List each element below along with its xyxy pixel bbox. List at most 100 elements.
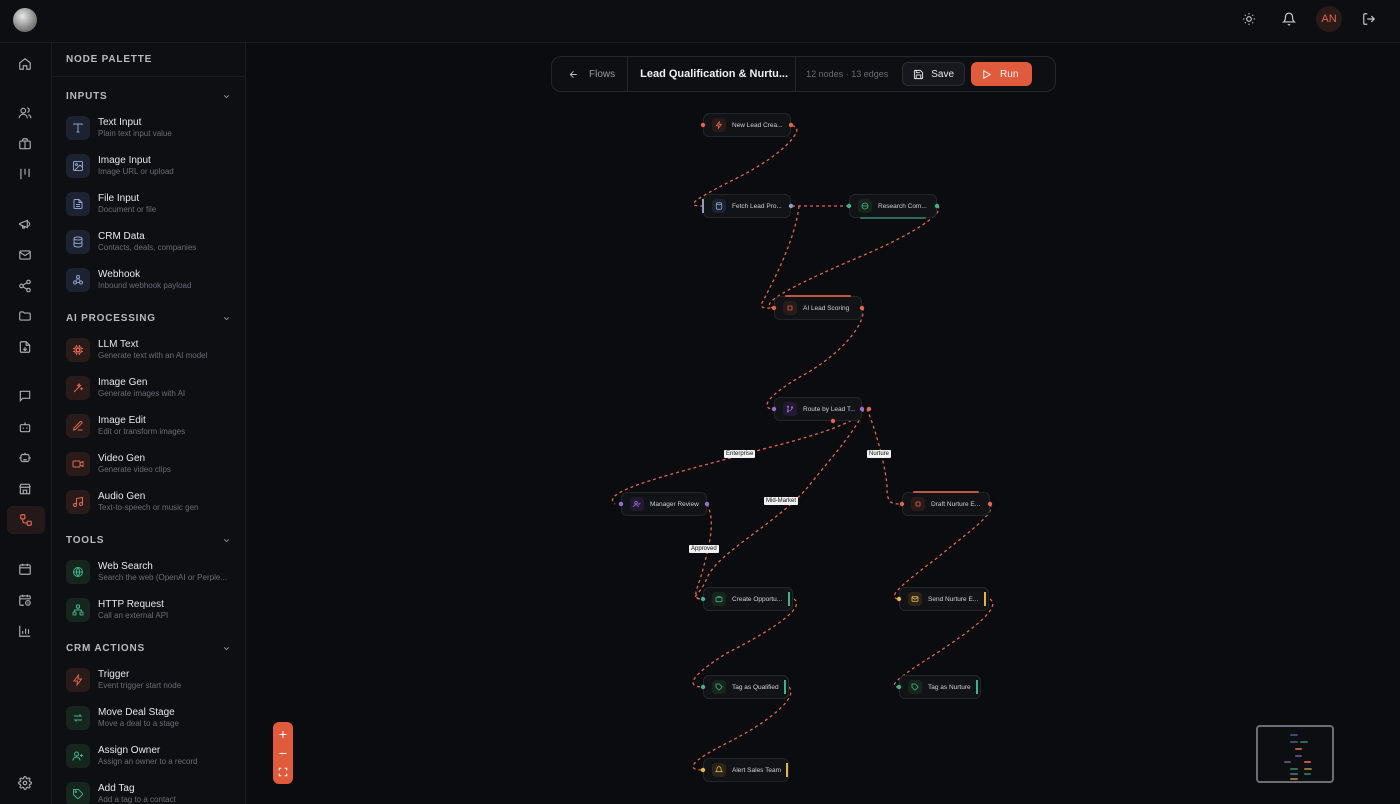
edge-label-nurture: Nurture <box>867 450 892 458</box>
flow-canvas[interactable]: New Lead Crea... Fetch Lead Pro... Resea… <box>247 43 1400 804</box>
node-label: Tag as Qualified <box>732 683 779 691</box>
edge[interactable] <box>692 125 798 207</box>
chevron-down-icon <box>223 538 230 542</box>
megaphone-icon[interactable] <box>10 211 40 237</box>
flow-node-alert-sales-team[interactable]: Alert Sales Team <box>703 758 789 782</box>
section-inputs[interactable]: INPUTS <box>52 83 245 109</box>
image-icon <box>66 154 90 178</box>
node-label: Create Opportu... <box>732 595 783 603</box>
users-icon[interactable] <box>10 100 40 126</box>
node-label: Draft Nurture E... <box>931 500 981 508</box>
flow-node-fetch-lead-profile[interactable]: Fetch Lead Pro... <box>703 194 791 218</box>
back-to-flows[interactable]: Flows <box>552 57 629 91</box>
section-crm-actions[interactable]: CRM ACTIONS <box>52 635 245 661</box>
flow-node-research-company[interactable]: Research Com... <box>849 194 937 219</box>
webhook-icon <box>66 268 90 292</box>
flow-node-send-nurture-email[interactable]: Send Nurture E... <box>899 587 989 611</box>
minimap-node <box>1290 778 1298 780</box>
calendar-clock-icon[interactable] <box>10 587 40 613</box>
logout-icon[interactable] <box>1356 6 1382 32</box>
section-tools[interactable]: TOOLS <box>52 527 245 553</box>
palette-item-desc: Assign an owner to a record <box>98 757 198 767</box>
flow-node-new-lead[interactable]: New Lead Crea... <box>703 113 791 137</box>
section-title: INPUTS <box>66 90 108 102</box>
edge[interactable] <box>893 503 992 600</box>
kanban-icon[interactable] <box>10 161 40 187</box>
edge[interactable] <box>695 503 712 600</box>
mail-icon[interactable] <box>10 242 40 268</box>
home-icon[interactable] <box>10 51 40 77</box>
flow-node-create-opportunity[interactable]: Create Opportu... <box>703 587 793 611</box>
folder-icon[interactable] <box>10 303 40 329</box>
bell-icon[interactable] <box>1276 6 1302 32</box>
edge[interactable] <box>692 598 797 688</box>
cpu-icon <box>911 497 925 511</box>
palette-item-label: Text Input <box>98 117 142 129</box>
flow-node-ai-lead-scoring[interactable]: AI Lead Scoring <box>774 295 862 320</box>
flow-node-manager-review[interactable]: Manager Review <box>621 492 707 516</box>
minimap[interactable] <box>1256 725 1334 783</box>
tag-icon <box>712 680 726 694</box>
minimap-node <box>1300 741 1308 743</box>
gear-icon[interactable] <box>10 770 40 796</box>
section-ai-processing[interactable]: AI PROCESSING <box>52 305 245 331</box>
palette-item-desc: Plain text input value <box>98 129 172 139</box>
palette-item-label: Image Gen <box>98 377 148 389</box>
edge[interactable] <box>768 205 940 309</box>
edge[interactable] <box>766 307 864 410</box>
palette-item-desc: Inbound webhook payload <box>98 281 192 291</box>
chat-icon[interactable] <box>10 383 40 409</box>
edge[interactable] <box>893 598 994 688</box>
avatar[interactable]: AN <box>1316 6 1342 32</box>
zoom-in-button[interactable]: + <box>278 725 288 742</box>
palette-item-label: Trigger <box>98 669 130 681</box>
flow-node-tag-as-qualified[interactable]: Tag as Qualified <box>703 675 789 699</box>
zoom-controls: + − <box>273 722 293 784</box>
node-label: Alert Sales Team <box>732 766 782 774</box>
briefcase-icon[interactable] <box>10 131 40 157</box>
cpu-icon <box>66 338 90 362</box>
flow-node-draft-nurture-email[interactable]: Draft Nurture E... <box>902 491 990 516</box>
bar-chart-icon[interactable] <box>10 618 40 644</box>
edge[interactable] <box>760 205 800 309</box>
edge[interactable] <box>692 686 792 771</box>
flow-node-tag-as-nurture[interactable]: Tag as Nurture <box>899 675 981 699</box>
flow-node-route-by-lead-type[interactable]: Route by Lead T... <box>774 397 862 421</box>
share-icon[interactable] <box>10 273 40 299</box>
palette-item-label: Video Gen <box>98 453 146 465</box>
briefcase-icon <box>712 592 726 606</box>
bot-alt-icon[interactable] <box>10 445 40 471</box>
flow-title[interactable]: Lead Qualification & Nurtu... <box>628 57 797 91</box>
sun-icon[interactable] <box>1236 6 1262 32</box>
chevron-down-icon <box>223 316 230 320</box>
store-icon[interactable] <box>10 476 40 502</box>
node-status-bar <box>860 217 926 219</box>
app-logo[interactable] <box>13 8 37 32</box>
bot-icon[interactable] <box>10 414 40 440</box>
edge[interactable] <box>612 408 864 505</box>
save-button[interactable]: Save <box>902 62 966 86</box>
palette-item-desc: Generate video clips <box>98 465 171 475</box>
flow-icon[interactable] <box>7 506 45 534</box>
file-import-icon[interactable] <box>10 334 40 360</box>
zoom-out-button[interactable]: − <box>278 744 288 761</box>
fit-view-button[interactable] <box>275 764 291 780</box>
calendar-icon[interactable] <box>10 556 40 582</box>
run-button[interactable]: Run <box>971 62 1033 86</box>
